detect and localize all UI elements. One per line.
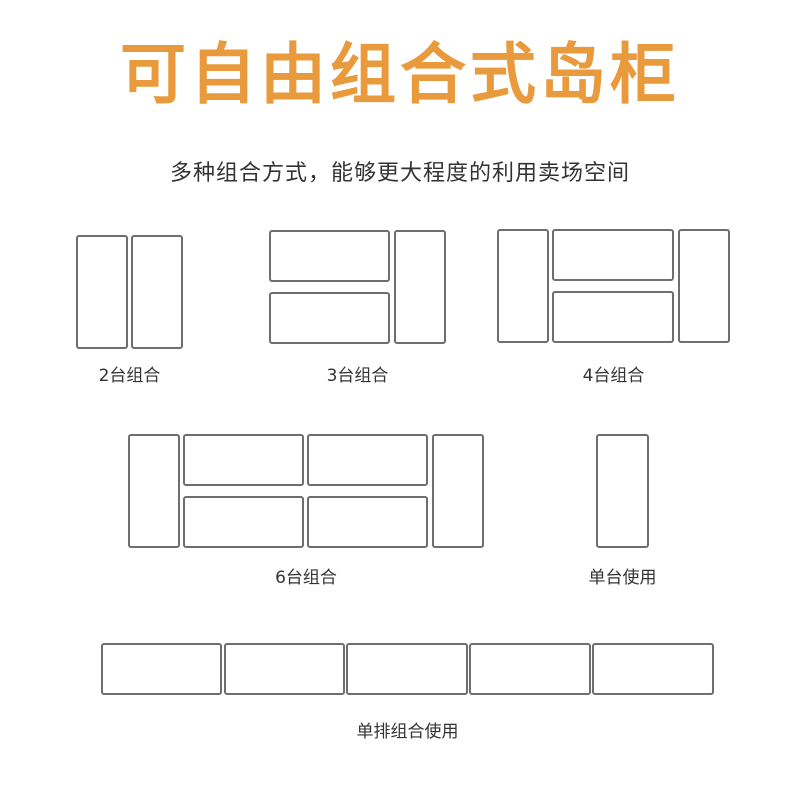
cabinet-unit [307, 434, 428, 486]
cabinet-unit [128, 434, 180, 548]
cabinet-unit [552, 229, 674, 281]
cabinet-unit [131, 235, 183, 349]
cabinet-unit [224, 643, 345, 695]
cabinet-unit [346, 643, 468, 695]
cabinet-unit [76, 235, 128, 349]
cabinet-unit [596, 434, 649, 548]
combo-six-caption: 6台组合 [275, 568, 337, 588]
combo-three-caption: 3台组合 [326, 366, 389, 386]
combo-two-caption: 2台组合 [98, 366, 161, 386]
cabinet-unit [101, 643, 222, 695]
cabinet-unit [469, 643, 591, 695]
combo-single-caption: 单台使用 [588, 568, 657, 588]
cabinet-unit [394, 230, 446, 344]
cabinet-unit [678, 229, 730, 343]
cabinet-unit [183, 496, 304, 548]
cabinet-unit [552, 291, 674, 343]
cabinet-unit [592, 643, 714, 695]
cabinet-unit [183, 434, 304, 486]
page-title: 可自由组合式岛柜 [120, 36, 680, 113]
cabinet-unit [269, 230, 390, 282]
cabinet-unit [497, 229, 549, 343]
combo-row-caption: 单排组合使用 [356, 722, 459, 742]
cabinet-unit [432, 434, 484, 548]
page-subtitle: 多种组合方式，能够更大程度的利用卖场空间 [169, 161, 630, 186]
cabinet-unit [307, 496, 428, 548]
combo-four-caption: 4台组合 [582, 366, 645, 386]
cabinet-unit [269, 292, 390, 344]
